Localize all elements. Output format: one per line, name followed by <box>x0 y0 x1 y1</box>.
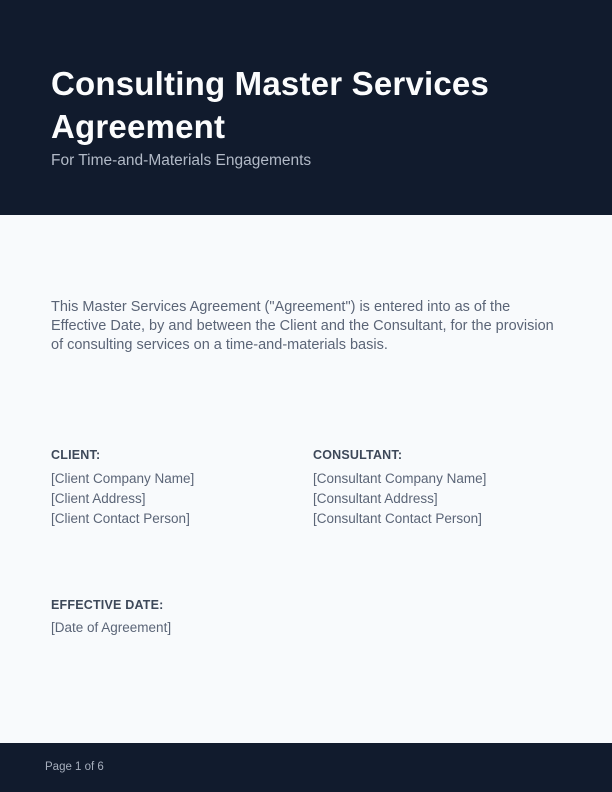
page-number: Page 1 of 6 <box>45 761 104 773</box>
effective-date-section: EFFECTIVE DATE: [Date of Agreement] <box>51 598 451 638</box>
page-subtitle: For Time-and-Materials Engagements <box>51 152 312 169</box>
client-address-placeholder: [Client Address] <box>51 491 146 506</box>
intro-paragraph: This Master Services Agreement ("Agreeme… <box>51 299 554 353</box>
parties-section: CLIENT: [Client Company Name] [Client Ad… <box>51 448 561 529</box>
consultant-label: CONSULTANT: <box>313 448 403 462</box>
page-title: Consulting Master Services Agreement <box>51 65 490 145</box>
party-client: CLIENT: [Client Company Name] [Client Ad… <box>51 448 313 529</box>
client-contact-placeholder: [Client Contact Person] <box>51 511 190 526</box>
consultant-contact-placeholder: [Consultant Contact Person] <box>313 511 482 526</box>
client-label: CLIENT: <box>51 448 101 462</box>
effective-date-value: [Date of Agreement] <box>51 620 172 635</box>
client-company-placeholder: [Client Company Name] <box>51 471 195 486</box>
footer-band: Page 1 of 6 <box>0 743 612 792</box>
header-band <box>0 0 612 215</box>
consultant-address-placeholder: [Consultant Address] <box>313 491 438 506</box>
effective-date-label: EFFECTIVE DATE: <box>51 598 164 612</box>
consultant-company-placeholder: [Consultant Company Name] <box>313 471 487 486</box>
party-consultant: CONSULTANT: [Consultant Company Name] [C… <box>313 448 561 529</box>
